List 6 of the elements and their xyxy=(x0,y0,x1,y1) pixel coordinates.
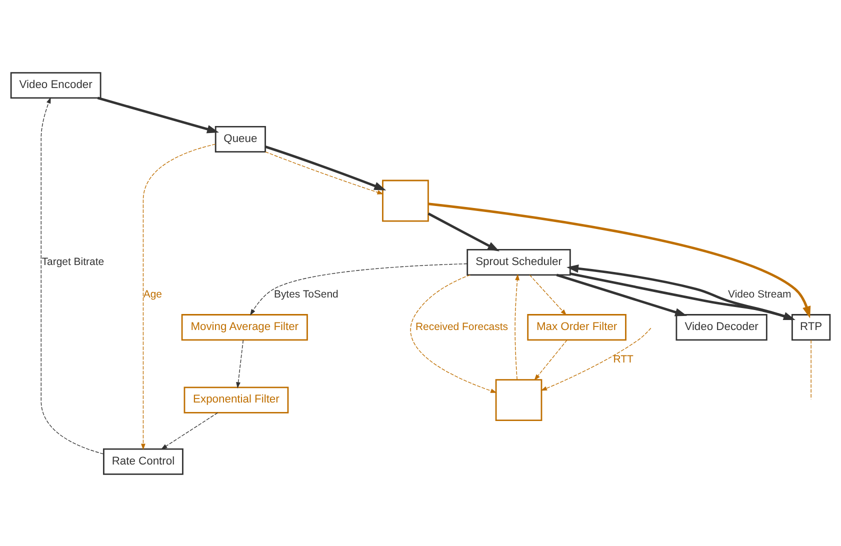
edge-label: RTT xyxy=(613,354,634,365)
edge-label: Bytes ToSend xyxy=(274,288,338,300)
edge-label: Video Stream xyxy=(728,288,792,300)
edge-label: Received Forecasts xyxy=(416,321,508,332)
edge-label: Age xyxy=(143,288,162,300)
edge-label: Target Bitrate xyxy=(42,256,104,268)
